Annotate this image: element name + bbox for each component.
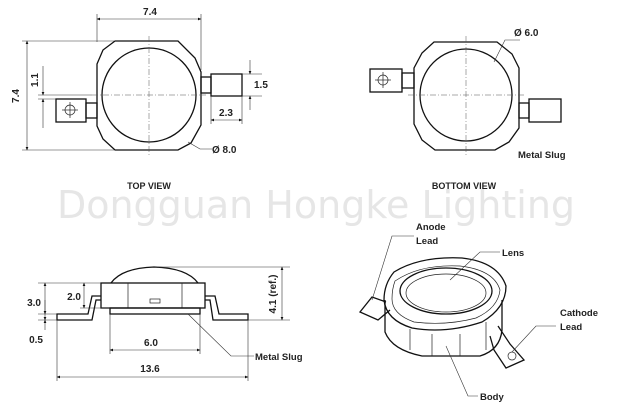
watermark: Dongguan Hongke Lighting — [57, 183, 575, 227]
side-view-total-height-dim: 4.1 (ref.) — [268, 275, 279, 314]
iso-view-cathode-lead — [489, 325, 526, 369]
iso-view-anode-lead — [358, 296, 391, 321]
side-view-height-dim: 3.0 — [27, 298, 41, 309]
top-view-width-dim: 7.4 — [143, 7, 157, 18]
side-view-slug-label: Metal Slug — [255, 352, 303, 363]
top-view-height-dim: 7.4 — [11, 89, 22, 103]
top-view-right-lead — [210, 73, 243, 97]
iso-view-body — [384, 300, 503, 357]
side-view-lens-dim: 2.0 — [67, 292, 81, 303]
top-view-diameter-dim: Ø 8.0 — [212, 145, 237, 156]
bottom-view-caption: BOTTOM VIEW — [432, 181, 497, 191]
top-view-right-lead-length-dim: 2.3 — [219, 108, 233, 119]
top-view-body — [96, 40, 202, 151]
side-view: 3.0 2.0 0.5 6.0 13.6 4.1 (ref.) Metal Sl… — [27, 266, 303, 381]
top-view-right-lead-height-dim: 1.5 — [254, 80, 268, 91]
iso-view-body-label: Body — [480, 392, 504, 403]
bottom-view-left-lead — [369, 68, 403, 93]
top-view: 7.4 7.4 1.1 1.5 2.3 Ø 8.0 TOP VIEW — [11, 7, 268, 191]
side-view-slug — [109, 307, 201, 315]
iso-view-lens-label: Lens — [502, 248, 524, 259]
side-view-lead-thickness-dim: 0.5 — [29, 335, 43, 346]
bottom-view-slug-diameter-dim: Ø 6.0 — [514, 28, 539, 39]
bottom-view: Ø 6.0 Metal Slug BOTTOM VIEW — [369, 28, 566, 191]
side-view-right-lead — [205, 295, 249, 321]
side-view-lens — [110, 266, 199, 284]
iso-view-cathode-label-2: Lead — [560, 322, 582, 333]
iso-view-anode-label-1: Anode — [416, 222, 446, 233]
bottom-view-body — [413, 41, 520, 151]
iso-view-cathode-label-1: Cathode — [560, 308, 598, 319]
side-view-total-length-dim: 13.6 — [140, 364, 160, 375]
iso-view-anode-label-2: Lead — [416, 236, 438, 247]
side-view-slug-width-dim: 6.0 — [144, 338, 158, 349]
iso-view-lens — [399, 267, 493, 315]
side-view-body — [100, 282, 206, 309]
side-view-left-lead — [56, 295, 101, 321]
top-view-caption: TOP VIEW — [127, 181, 171, 191]
top-view-left-lead-dim: 1.1 — [30, 73, 41, 87]
top-view-left-lead — [55, 98, 87, 123]
bottom-view-right-lead — [528, 98, 562, 123]
iso-view: Anode Lead Lens Cathode Lead Body — [358, 222, 598, 403]
bottom-view-slug-label: Metal Slug — [518, 150, 566, 161]
